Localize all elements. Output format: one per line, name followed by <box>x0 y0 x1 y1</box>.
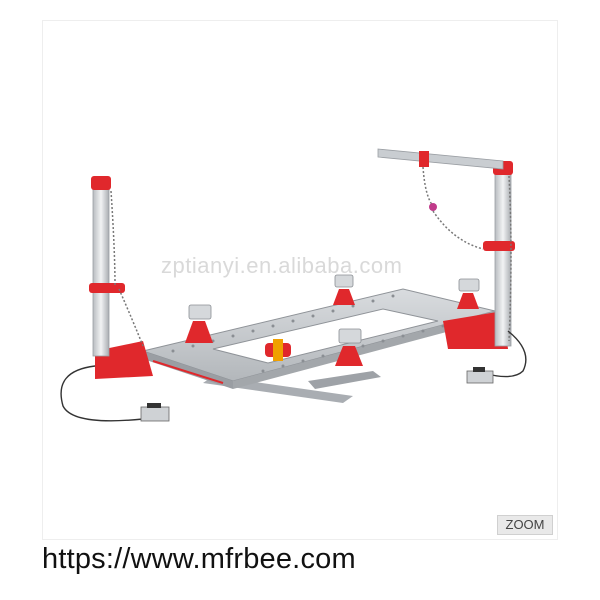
hydraulic-pumps <box>140 367 494 422</box>
site-url[interactable]: https://www.mfrbee.com <box>42 543 356 575</box>
product-photo: zptianyi.en.alibaba.com ZOOM <box>42 20 558 540</box>
clamp-stands <box>185 274 480 366</box>
center-accessory <box>265 339 291 361</box>
left-pulling-tower <box>89 176 153 379</box>
right-pulling-tower <box>377 148 515 349</box>
zoom-button[interactable]: ZOOM <box>497 515 553 535</box>
watermark-text: zptianyi.en.alibaba.com <box>161 253 403 278</box>
car-frame-machine-illustration <box>60 148 527 422</box>
bench-deck <box>141 288 496 389</box>
hydraulic-hoses <box>60 330 527 422</box>
